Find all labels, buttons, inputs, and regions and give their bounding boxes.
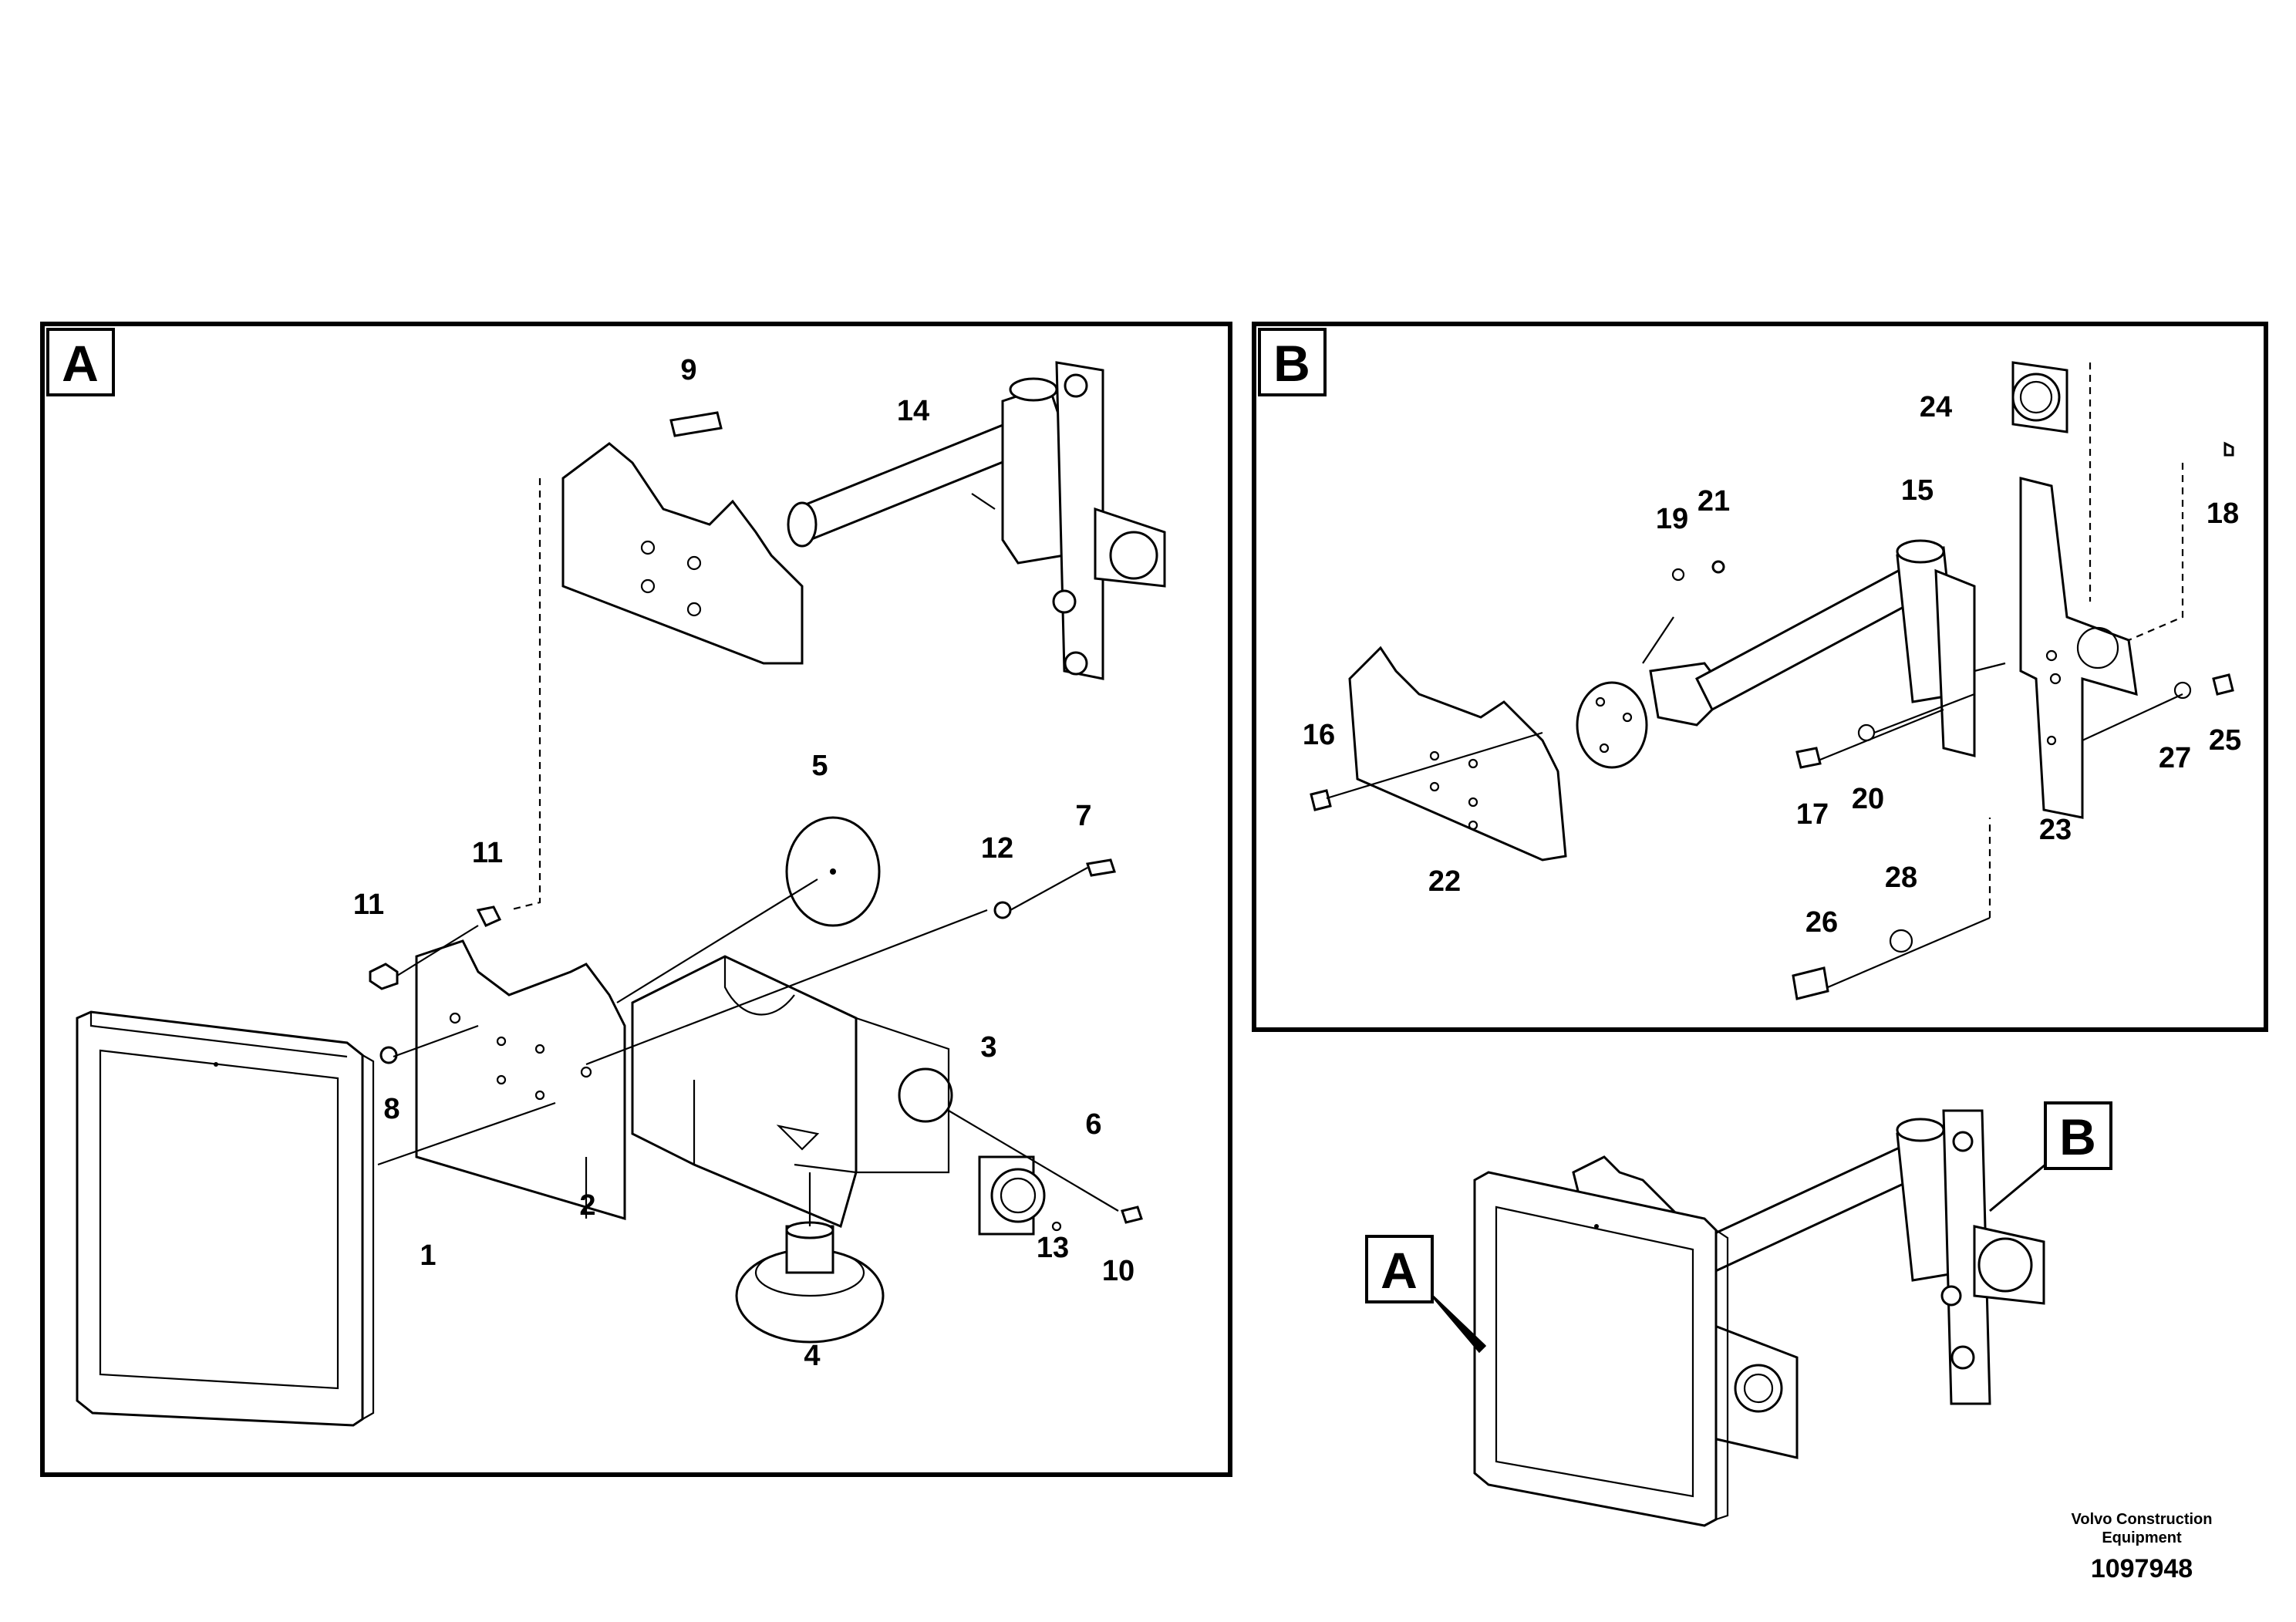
part-label-27: 27 xyxy=(2159,742,2191,774)
panel-a-letter: A xyxy=(62,335,99,392)
part-label-22: 22 xyxy=(1428,865,1461,898)
panel-b-letter-box xyxy=(1258,328,1327,396)
disc-cover xyxy=(785,816,881,927)
part-label-11-right: 11 xyxy=(472,837,503,869)
part-label-28: 28 xyxy=(1885,862,1917,894)
callout-b: B xyxy=(1989,1101,2112,1212)
fasteners-a xyxy=(369,411,1143,1232)
panel-b: B xyxy=(1252,322,2268,1032)
footer-code: 1097948 xyxy=(2090,1554,2193,1583)
mounting-plate xyxy=(415,939,626,1221)
part-label-10: 10 xyxy=(1102,1255,1135,1287)
part-label-17: 17 xyxy=(1796,798,1829,831)
part-label-14: 14 xyxy=(897,395,929,427)
part-label-26: 26 xyxy=(1805,906,1838,939)
display-screen xyxy=(76,1010,375,1427)
part-label-15: 15 xyxy=(1901,474,1934,507)
part-label-7: 7 xyxy=(1075,800,1091,832)
connector-a xyxy=(978,1155,1046,1236)
part-label-8: 8 xyxy=(383,1093,400,1125)
part-label-24: 24 xyxy=(1920,391,1952,423)
footer-company: Volvo Construction Equipment xyxy=(2071,1511,2213,1546)
callout-a-letter: A xyxy=(1381,1242,1418,1299)
callout-a: A xyxy=(1365,1235,1487,1354)
panel-a: A xyxy=(40,322,1232,1477)
part-label-9: 9 xyxy=(680,354,696,386)
bracket-plate-b xyxy=(1348,646,1567,862)
part-label-25: 25 xyxy=(2209,724,2241,757)
part-label-3: 3 xyxy=(980,1031,996,1064)
part-label-12: 12 xyxy=(981,832,1013,865)
part-label-1: 1 xyxy=(420,1239,436,1272)
overview-assembly xyxy=(1473,1109,2045,1527)
part-label-19: 19 xyxy=(1656,503,1688,535)
arm-assembly-b xyxy=(1576,539,1976,769)
part-label-11-left: 11 xyxy=(353,889,384,921)
callout-b-letter: B xyxy=(2059,1108,2096,1165)
housing-box xyxy=(631,955,953,1229)
part-label-13: 13 xyxy=(1037,1232,1069,1264)
part-label-2: 2 xyxy=(579,1189,595,1222)
dashed-assembly-line-a xyxy=(508,478,541,912)
panel-b-letter: B xyxy=(1273,335,1310,392)
part-label-20: 20 xyxy=(1852,783,1884,815)
panel-a-letter-box xyxy=(46,328,115,396)
bracket-plate-23 xyxy=(2019,477,2138,819)
part-label-4: 4 xyxy=(804,1340,820,1372)
upper-bracket-assembly xyxy=(561,361,1166,680)
connector-b xyxy=(2011,361,2068,433)
part-label-6: 6 xyxy=(1085,1108,1101,1141)
part-label-23: 23 xyxy=(2039,814,2072,846)
part-label-18: 18 xyxy=(2207,497,2239,530)
part-label-16: 16 xyxy=(1303,719,1335,751)
part-label-5: 5 xyxy=(811,750,828,782)
part-label-21: 21 xyxy=(1698,485,1730,518)
base-mount xyxy=(735,1221,885,1344)
